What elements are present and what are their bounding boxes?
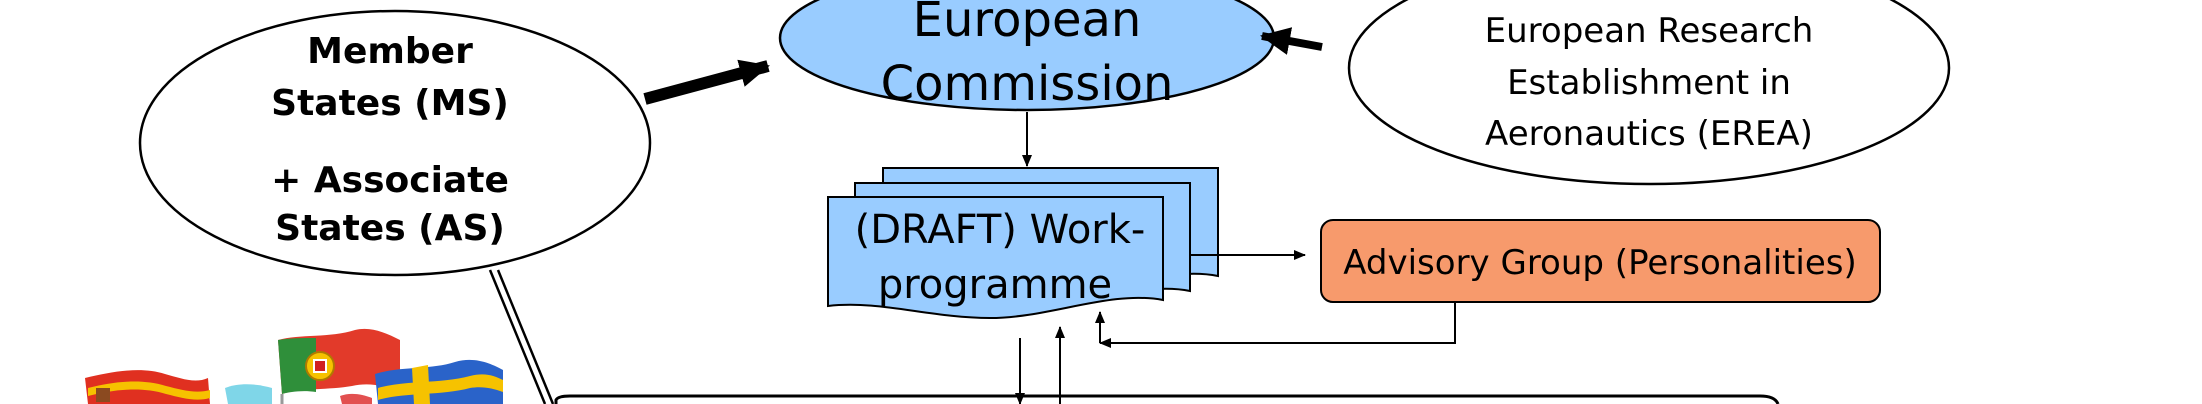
erea-line1: European Research (1485, 11, 1814, 51)
portugal-flag-icon (278, 328, 400, 404)
workprogramme-front-page (827, 196, 1164, 320)
workprogramme-line2: programme (878, 262, 1112, 308)
commission-line1: European (913, 0, 1142, 48)
workprogramme-line1: (DRAFT) Work- (855, 207, 1146, 253)
sweden-flag-icon (375, 359, 503, 404)
erea-node: European Research Establishment in Aeron… (1347, 0, 1951, 186)
double-line-right (496, 269, 555, 404)
double-line-left (488, 269, 547, 404)
commission-line2: Commission (881, 56, 1174, 112)
arrow-advisory-feedback (1099, 302, 1456, 348)
workprogramme-document-stack: (DRAFT) Work- programme (827, 167, 1219, 320)
arrow-ms-to-commission (643, 59, 770, 105)
arrow-erea-to-commission (1260, 27, 1323, 55)
member-states-line2: States (MS) (271, 83, 509, 124)
flag-icon (225, 384, 372, 404)
european-commission-node: European Commission (778, 0, 1276, 112)
member-states-line1: Member (307, 31, 473, 72)
member-states-node: Member States (MS) + Associate States (A… (138, 9, 652, 277)
spain-flag-icon (85, 370, 210, 404)
erea-line3: Aeronautics (EREA) (1485, 114, 1813, 154)
member-states-line3: + Associate (271, 160, 509, 201)
member-states-line4: States (AS) (275, 208, 505, 249)
erea-line2: Establishment in (1507, 63, 1791, 103)
advisory-group-label: Advisory Group (Personalities) (1343, 243, 1856, 283)
bottom-box-edge (554, 394, 1780, 404)
advisory-group-node: Advisory Group (Personalities) (1320, 219, 1881, 303)
